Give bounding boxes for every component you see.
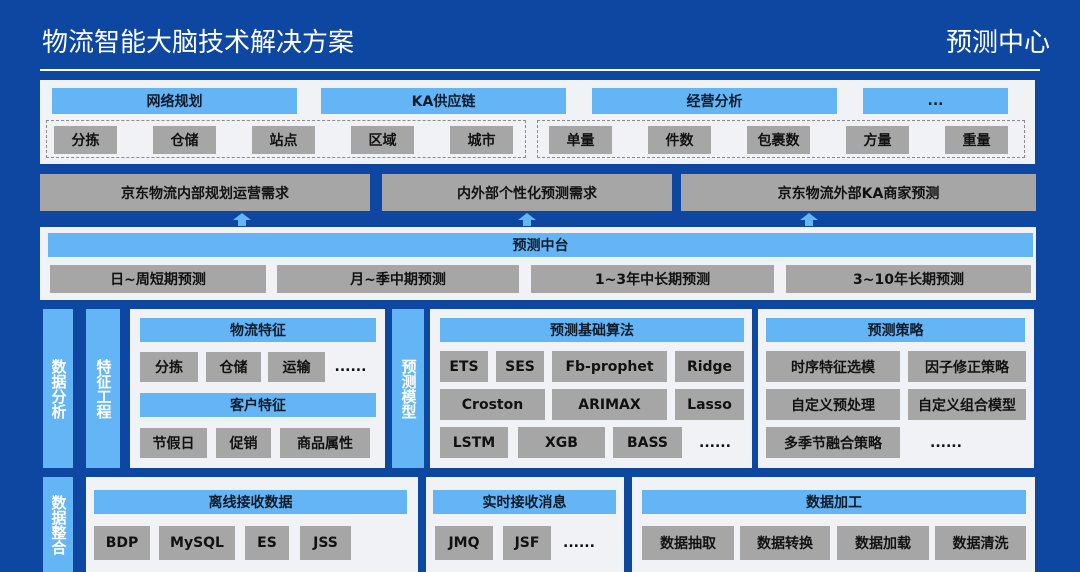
algorithm-title: 预测基础算法 xyxy=(440,318,744,342)
need-external-ka: 京东物流外部KA商家预测 xyxy=(681,174,1036,211)
process-load: 数据加载 xyxy=(837,526,929,560)
algo-fb-prophet: Fb-prophet xyxy=(552,351,667,382)
item-sorting: 分拣 xyxy=(54,126,117,154)
processing-title: 数据加工 xyxy=(642,490,1026,514)
process-transform: 数据转换 xyxy=(740,526,830,560)
item-station: 站点 xyxy=(252,126,315,154)
process-extract: 数据抽取 xyxy=(642,526,734,560)
algo-arimax: ARIMAX xyxy=(552,389,667,420)
item-weight: 重量 xyxy=(945,126,1008,154)
feature-promotion: 促销 xyxy=(216,428,271,458)
prediction-model-label: 预测模型 xyxy=(392,309,424,468)
item-piece-count: 件数 xyxy=(648,126,711,154)
feature-holiday: 节假日 xyxy=(140,428,207,458)
strategy-more: ...... xyxy=(930,434,962,451)
source-jss: JSS xyxy=(300,526,351,560)
algo-ses: SES xyxy=(496,351,544,382)
feature-transport: 运输 xyxy=(268,352,325,382)
process-clean: 数据清洗 xyxy=(935,526,1026,560)
arrow-up-icon xyxy=(517,213,537,226)
algo-bass: BASS xyxy=(613,427,682,458)
item-package-count: 包裹数 xyxy=(747,126,810,154)
category-business-analysis: 经营分析 xyxy=(592,88,837,114)
strategy-factor-correct: 因子修正策略 xyxy=(908,351,1026,382)
page-title: 物流智能大脑技术解决方案 xyxy=(42,28,355,58)
item-warehouse: 仓储 xyxy=(153,126,216,154)
strategy-preprocess: 自定义预处理 xyxy=(766,389,900,420)
algo-xgb: XGB xyxy=(518,427,605,458)
source-jsf: JSF xyxy=(503,526,551,560)
arrow-up-icon xyxy=(799,213,819,226)
strategy-title: 预测策略 xyxy=(766,318,1025,342)
category-ka-supply-chain: KA供应链 xyxy=(321,88,566,114)
source-es: ES xyxy=(245,526,289,560)
offline-title: 离线接收数据 xyxy=(94,490,407,514)
prediction-platform-title: 预测中台 xyxy=(48,233,1033,257)
algo-croston: Croston xyxy=(440,389,545,420)
item-volume: 方量 xyxy=(846,126,909,154)
feature-sorting: 分拣 xyxy=(140,352,198,382)
algo-ets: ETS xyxy=(440,351,488,382)
term-short: 日~周短期预测 xyxy=(50,265,266,293)
strategy-feature-select: 时序特征选模 xyxy=(766,351,900,382)
header-divider xyxy=(40,69,1040,71)
section-title: 预测中心 xyxy=(945,28,1050,58)
item-order-count: 单量 xyxy=(549,126,612,154)
customer-feature-title: 客户特征 xyxy=(140,393,376,417)
item-region: 区域 xyxy=(351,126,414,154)
arrow-up-icon xyxy=(232,213,252,226)
need-internal-planning: 京东物流内部规划运营需求 xyxy=(40,174,370,211)
right-items-group xyxy=(537,120,1025,158)
feature-product-attr: 商品属性 xyxy=(280,428,370,458)
feature-warehouse: 仓储 xyxy=(206,352,261,382)
logistics-feature-title: 物流特征 xyxy=(140,318,376,342)
term-mid: 月~季中期预测 xyxy=(277,265,519,293)
term-mid-long: 1~3年中长期预测 xyxy=(531,265,774,293)
term-long: 3~10年长期预测 xyxy=(786,265,1031,293)
data-integration-label: 数据整合 xyxy=(43,477,73,572)
source-bdp: BDP xyxy=(94,526,150,560)
category-network-planning: 网络规划 xyxy=(52,88,297,114)
feature-engineering-label: 特征工程 xyxy=(86,309,120,468)
algo-lstm: LSTM xyxy=(440,427,508,458)
feature-more: ...... xyxy=(334,359,367,375)
source-jmq: JMQ xyxy=(435,526,493,560)
source-mysql: MySQL xyxy=(159,526,235,560)
strategy-combo-model: 自定义组合模型 xyxy=(908,389,1026,420)
source-more: ...... xyxy=(563,535,595,551)
left-items-group xyxy=(46,120,526,158)
algo-more: ...... xyxy=(699,434,731,451)
strategy-multi-season: 多季节融合策略 xyxy=(766,427,900,458)
category-more: ... xyxy=(863,88,1008,114)
algo-lasso: Lasso xyxy=(675,389,744,420)
realtime-title: 实时接收消息 xyxy=(433,490,616,514)
algo-ridge: Ridge xyxy=(675,351,744,382)
data-analysis-label: 数据分析 xyxy=(43,309,73,468)
need-personalized: 内外部个性化预测需求 xyxy=(382,174,672,211)
item-city: 城市 xyxy=(450,126,513,154)
